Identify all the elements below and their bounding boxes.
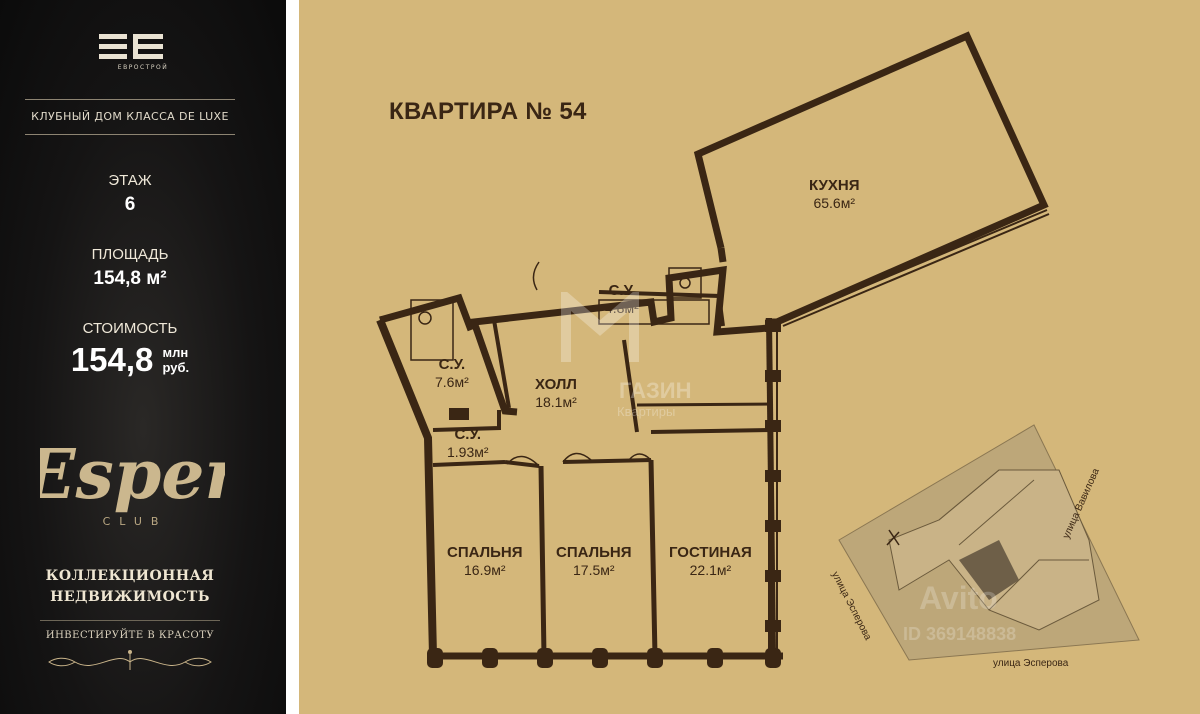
room-area: 16.9м² — [464, 562, 506, 578]
room-kitchen: КУХНЯ 65.6м² — [809, 177, 859, 212]
club-logo-text: Esper — [40, 435, 225, 515]
promo-sidebar: ЕВРОСТРОЙ КЛУБНЫЙ ДОМ КЛАССА DE LUXE ЭТА… — [0, 0, 286, 714]
room-bathroom-3: С.У. 1.93м² — [447, 426, 489, 461]
room-area: 65.6м² — [813, 195, 856, 211]
collection-heading: КОЛЛЕКЦИОННАЯ НЕДВИЖИМОСТЬ — [0, 566, 260, 608]
outer-wall-west-top — [379, 293, 475, 332]
floor-label: ЭТАЖ — [108, 172, 152, 189]
price-label: СТОИМОСТЬ — [82, 320, 178, 337]
watermark-site: Avito — [919, 580, 998, 616]
window — [778, 209, 1050, 327]
area-label: ПЛОЩАДЬ — [91, 246, 169, 263]
price-unit-million: млн — [162, 345, 189, 360]
divider — [25, 134, 235, 135]
room-area: 4.8м² — [605, 300, 639, 316]
watermark-brand: ГАЗИН — [619, 378, 692, 403]
price-unit-rub: руб. — [162, 360, 190, 375]
collection-line-1: КОЛЛЕКЦИОННАЯ — [45, 568, 215, 584]
outer-wall-west — [376, 318, 437, 657]
divider — [40, 620, 220, 621]
outer-wall — [469, 31, 1049, 416]
room-name: С.У. — [454, 426, 482, 443]
room-area: 22.1м² — [689, 562, 732, 578]
room-bedroom-1: СПАЛЬНЯ 16.9м² — [447, 544, 523, 579]
ornament-flourish-icon — [48, 650, 212, 670]
watermark-m-icon — [561, 292, 639, 362]
partition — [636, 402, 774, 407]
esper-club-logo-icon: Esper CLUB — [40, 435, 225, 528]
room-bathroom-1: С.У. 4.8м² — [605, 282, 639, 317]
sink — [418, 311, 432, 325]
room-hall: ХОЛЛ 18.1м² — [535, 376, 577, 411]
street-label-south: улица Эсперова — [993, 658, 1069, 669]
evrostroy-logo-icon — [99, 34, 163, 59]
floor-plan: КВАРТИРА № 54 КУХНЯ 65.6м² С.У. 4.8м² С.… — [299, 0, 1200, 714]
floor-plan-drawing — [376, 31, 1140, 668]
club-sub: CLUB — [103, 515, 168, 528]
price-value: 154,8 — [70, 341, 154, 378]
room-area: 18.1м² — [535, 394, 577, 410]
room-area: 1.93м² — [447, 444, 489, 460]
room-name: ХОЛЛ — [535, 376, 577, 393]
kitchen-counter — [598, 299, 710, 325]
room-name: С.У. — [608, 282, 636, 299]
window — [768, 330, 778, 656]
shower-drain — [679, 277, 691, 289]
room-living: ГОСТИНАЯ 22.1м² — [669, 544, 752, 579]
partition — [504, 428, 774, 468]
room-bathroom-2: С.У. 7.6м² — [435, 356, 469, 391]
watermark-sub: Квартиры — [617, 404, 676, 419]
facade-piers — [427, 320, 781, 668]
room-name: СПАЛЬНЯ — [556, 544, 632, 561]
apartment-title: КВАРТИРА № 54 — [389, 98, 587, 125]
room-area: 7.6м² — [435, 374, 469, 390]
price-unit: млн руб. — [163, 345, 190, 375]
tagline: КЛУБНЫЙ ДОМ КЛАССА DE LUXE — [31, 110, 229, 123]
room-area: 17.5м² — [573, 562, 615, 578]
price-row: 154,8 млн руб. — [0, 341, 260, 379]
site-map — [838, 424, 1140, 661]
room-name: СПАЛЬНЯ — [447, 544, 523, 561]
room-bedroom-2: СПАЛЬНЯ 17.5м² — [556, 544, 632, 579]
invest-slogan: ИНВЕСТИРУЙТЕ В КРАСОТУ — [45, 630, 215, 641]
partition — [538, 459, 658, 657]
room-name: КУХНЯ — [809, 177, 860, 194]
partition — [432, 410, 506, 467]
brand-name: ЕВРОСТРОЙ — [117, 64, 169, 71]
bathtub — [410, 299, 454, 361]
floor-value: 6 — [124, 194, 136, 215]
door-arc — [506, 261, 652, 467]
area-value: 154,8 м² — [93, 268, 167, 289]
divider — [25, 99, 235, 100]
room-name: С.У. — [438, 356, 466, 373]
room-name: ГОСТИНАЯ — [669, 544, 752, 561]
partition — [492, 290, 725, 433]
shower — [668, 267, 702, 299]
watermark-id: ID 369148838 — [903, 624, 1017, 644]
collection-line-2: НЕДВИЖИМОСТЬ — [50, 589, 210, 605]
outer-wall-tail — [717, 247, 727, 263]
